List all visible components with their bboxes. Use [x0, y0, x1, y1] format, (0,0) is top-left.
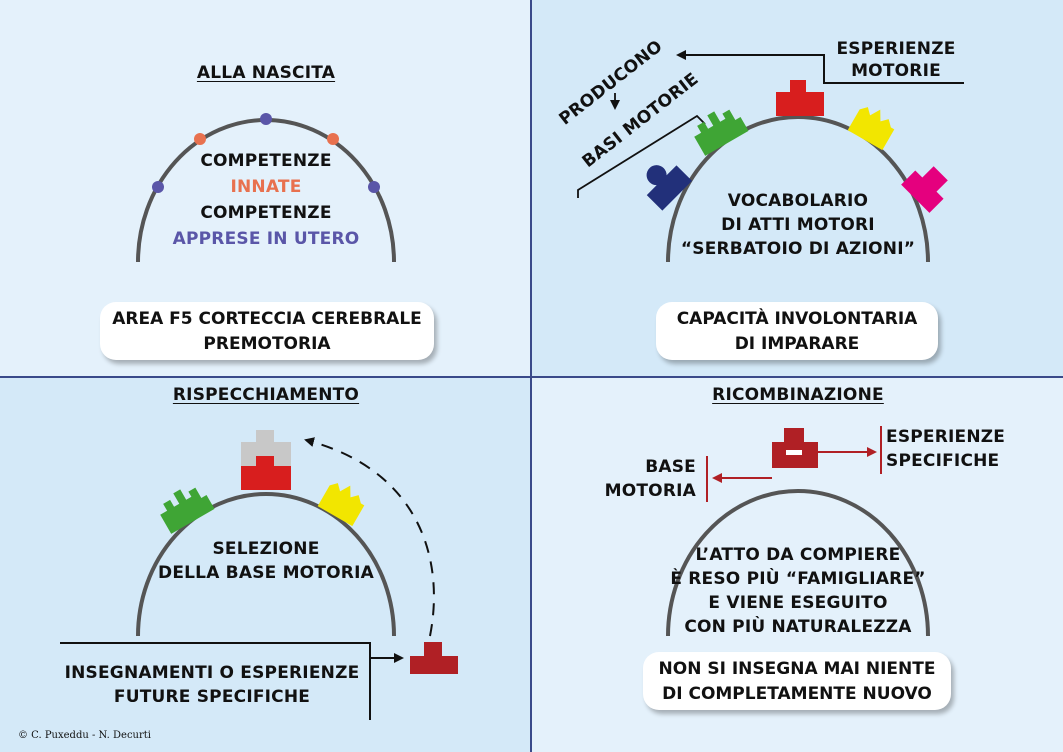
- brain-arc: [666, 489, 930, 637]
- brain-arc: [136, 492, 396, 637]
- shape-red: [776, 80, 824, 116]
- shape-navy: [646, 165, 693, 211]
- dot-orange: [327, 133, 339, 145]
- label-eseguito: E VIENE ESEGUITO: [708, 593, 888, 613]
- experience-arrow: [676, 50, 964, 84]
- box-nuovo: NON SI INSEGNA MAI NIENTE DI COMPLETAMEN…: [643, 652, 951, 710]
- label-famigliare: È RESO PIÙ “FAMIGLIARE”: [670, 569, 926, 589]
- label-vocabolario: VOCABOLARIO: [727, 191, 869, 211]
- shape-darkred-new: [410, 642, 458, 674]
- shape-combined: [772, 428, 818, 468]
- shape-green: [694, 109, 749, 156]
- title-ricombinazione: RICOMBINAZIONE: [712, 385, 884, 405]
- label-apprese: APPRESE IN UTERO: [172, 229, 360, 249]
- label-naturalezza: CON PIÙ NATURALEZZA: [684, 617, 912, 637]
- dot-purple: [368, 181, 380, 193]
- box-capacita: CAPACITÀ INVOLONTARIA DI IMPARARE: [656, 302, 938, 360]
- label-selezione: SELEZIONE: [212, 539, 320, 559]
- box-area-f5: AREA F5 CORTECCIA CEREBRALE PREMOTORIA: [100, 302, 434, 360]
- dot-purple: [260, 113, 272, 125]
- dot-purple: [152, 181, 164, 193]
- label-competenze: COMPETENZE: [200, 151, 332, 171]
- horizontal-divider: [0, 376, 1063, 378]
- label-innate: INNATE: [230, 177, 302, 197]
- label-motoria: MOTORIA: [604, 481, 696, 501]
- shape-red: [241, 456, 291, 490]
- label-motorie: MOTORIE: [851, 61, 941, 81]
- label-serbatoio: “SERBATOIO DI AZIONI”: [680, 239, 916, 259]
- label-esperienze-specifiche: ESPERIENZE: [886, 427, 1006, 447]
- label-esperienze: ESPERIENZE: [836, 39, 956, 59]
- label-base-motoria: DELLA BASE MOTORIA: [158, 563, 374, 583]
- label-atto: L’ATTO DA COMPIERE: [695, 545, 901, 565]
- label-insegnamenti: INSEGNAMENTI O ESPERIENZE: [64, 663, 360, 683]
- label-atti-motori: DI ATTI MOTORI: [721, 215, 875, 235]
- label-competenze: COMPETENZE: [200, 203, 332, 223]
- title-rispecchiamento: RISPECCHIAMENTO: [172, 385, 360, 405]
- shape-yellow: [847, 107, 895, 151]
- shape-green: [160, 487, 215, 534]
- shape-magenta: [901, 166, 948, 213]
- label-future: FUTURE SPECIFICHE: [113, 687, 311, 707]
- title-alla-nascita: ALLA NASCITA: [196, 63, 336, 83]
- box-connector: [60, 642, 371, 720]
- mirroring-arrow: [304, 437, 435, 637]
- label-specifiche: SPECIFICHE: [886, 451, 1000, 471]
- dot-orange: [194, 133, 206, 145]
- label-base: BASE: [645, 457, 696, 477]
- shape-yellow: [317, 483, 365, 527]
- basi-bracket: [577, 114, 706, 198]
- credit: © C. Puxeddu - N. Decurti: [18, 730, 151, 741]
- shape-grey: [241, 430, 291, 466]
